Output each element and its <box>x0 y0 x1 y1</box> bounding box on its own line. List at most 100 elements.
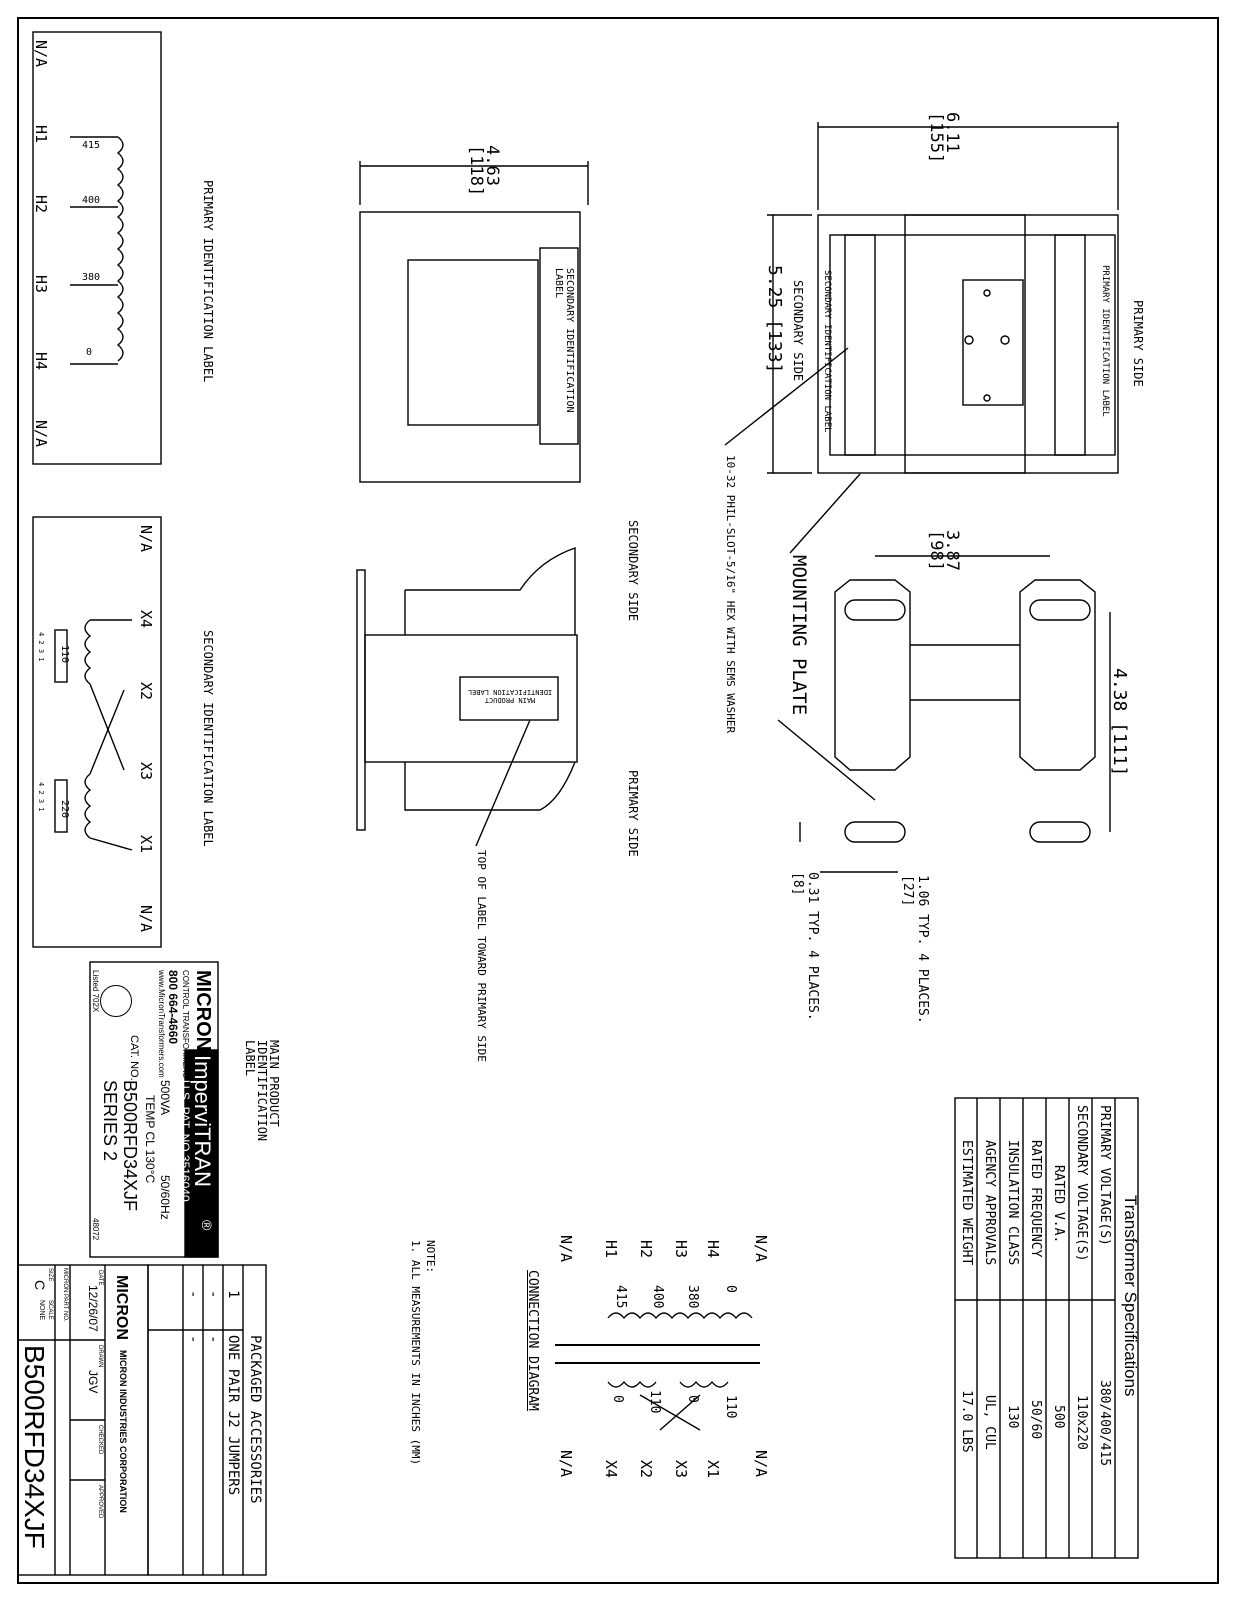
conn-left-terminal: H2 <box>637 1240 655 1259</box>
url: www.MicronTransformers.com <box>157 970 166 1078</box>
jumper-pins: 4 2 3 1 <box>37 782 45 812</box>
conn-right-terminal: X4 <box>602 1460 620 1479</box>
conn-left-tap: 0 <box>723 1285 738 1293</box>
conn-right-terminal: X2 <box>637 1460 655 1479</box>
conn-left-terminal: H1 <box>602 1240 620 1259</box>
company-name: MICRON INDUSTRIES CORPORATION <box>118 1350 128 1513</box>
spec-label: INSULATION CLASS <box>1005 1140 1020 1266</box>
temp-class: TEMP CL 130°C <box>143 1095 157 1184</box>
main-label-title: MAIN PRODUCT IDENTIFICATION LABEL <box>243 1040 281 1142</box>
listed: Listed 702X <box>91 970 100 1013</box>
secondary-terminal: N/A <box>137 525 155 553</box>
conn-right-value: 0 <box>685 1395 700 1403</box>
scale-label: SCALE <box>47 1300 53 1320</box>
primary-label-title: PRIMARY IDENTIFICATION LABEL <box>201 180 215 383</box>
secondary-terminal: X4 <box>137 610 155 629</box>
conn-left-terminal: N/A <box>752 1235 770 1263</box>
patent: U.S. PAT. NO.3516040 <box>178 1080 192 1202</box>
side-secondary-id-label: SECONDARY IDENTIFICATION LABEL <box>553 268 575 413</box>
conn-right-terminal: X3 <box>672 1460 690 1479</box>
secondary-id-label: SECONDARY IDENTIFICATION LABEL <box>822 270 832 433</box>
accessories-title: PACKAGED ACCESSORIES <box>247 1335 263 1504</box>
size: C <box>32 1280 48 1291</box>
spec-label: RATED V.A. <box>1051 1165 1066 1244</box>
screw-note: 10-32 PHIL-SLOT-5/16" HEX WITH SEMS WASH… <box>724 455 737 734</box>
spec-value: 110x220 <box>1074 1395 1089 1450</box>
conn-left-tap: 380 <box>685 1285 700 1309</box>
registered-mark: ® <box>199 1220 215 1231</box>
width-dimension: 6.11[155] <box>926 112 962 164</box>
accessory-desc: - <box>205 1335 221 1344</box>
front-main-label: MAIN PRODUCT IDENTIFICATION LABEL <box>467 688 553 704</box>
spec-label: PRIMARY VOLTAGE(S) <box>1097 1105 1112 1246</box>
ul-logo-icon <box>100 985 132 1017</box>
drawn-by: JGV <box>86 1370 100 1394</box>
rated-va: 500VA <box>158 1080 172 1116</box>
catalog-number: B500RFD34XJF <box>120 1080 140 1212</box>
primary-terminal: H2 <box>32 195 50 214</box>
plate-dim-a: 3.87[98] <box>926 530 962 571</box>
approved-label: APPROVED <box>97 1485 103 1519</box>
accessory-desc: ONE PAIR J2 JUMPERS <box>225 1335 241 1496</box>
spec-value: 130 <box>1005 1405 1020 1429</box>
hole-dimension: 0.31 TYP. 4 PLACES. <box>805 872 820 1021</box>
slot-dimension: 1.06 TYP. 4 PLACES. <box>915 875 930 1024</box>
product-name: ImperviTRAN <box>190 1055 215 1188</box>
date: 12/26/07 <box>86 1285 100 1332</box>
secondary-terminal: N/A <box>137 905 155 933</box>
drawn-label: DRAWN <box>97 1345 103 1368</box>
accessory-qty: 1 <box>225 1290 241 1299</box>
primary-terminal: N/A <box>32 420 50 448</box>
note-title: NOTE: <box>424 1240 437 1274</box>
secondary-coil-value: 220 <box>59 800 70 819</box>
label-code: 48072 <box>91 1218 100 1241</box>
accessory-qty: - <box>205 1290 221 1299</box>
primary-terminal: H1 <box>32 125 50 144</box>
rated-hz: 50/60Hz <box>158 1175 172 1220</box>
hole-dimension-mm: [8] <box>790 872 805 896</box>
accessory-qty: - <box>185 1290 201 1299</box>
title-block-brand: MICRON <box>113 1275 130 1340</box>
cat-label: CAT. NO. <box>128 1035 140 1081</box>
conn-left-terminal: N/A <box>557 1235 575 1263</box>
spec-value: 500 <box>1051 1405 1066 1429</box>
conn-right-value: 110 <box>723 1395 738 1419</box>
conn-left-terminal: H4 <box>704 1240 722 1259</box>
secondary-side-label: SECONDARY SIDE <box>791 280 805 382</box>
conn-right-terminal: N/A <box>752 1450 770 1478</box>
phone: 800 664-4660 <box>166 970 180 1045</box>
checked-label: CHECKED <box>97 1425 103 1455</box>
depth-dimension: 4.63[118] <box>466 145 502 197</box>
secondary-terminal: X3 <box>137 762 155 781</box>
spec-label: RATED FREQUENCY <box>1028 1140 1043 1258</box>
conn-right-value: 0 <box>610 1395 625 1403</box>
accessory-desc: - <box>185 1335 201 1344</box>
plate-dim-b: 4.38 [111] <box>1109 668 1130 777</box>
primary-terminal: H4 <box>32 352 50 371</box>
primary-tap: 380 <box>82 272 101 283</box>
spec-value: UL, CUL <box>982 1395 997 1450</box>
series: SERIES 2 <box>100 1080 120 1162</box>
conn-left-tap: 415 <box>613 1285 628 1309</box>
height-dimension: 5.25 [133] <box>764 265 785 374</box>
conn-right-terminal: N/A <box>557 1450 575 1478</box>
front-primary-side: PRIMARY SIDE <box>626 770 640 857</box>
mounting-plate-label: MOUNTING PLATE <box>788 555 810 716</box>
part-label: MICRON PART NO. <box>62 1268 68 1322</box>
brand-logo: MICRON <box>192 970 214 1052</box>
primary-tap: 415 <box>82 140 101 151</box>
jumper-pins: 4 2 3 1 <box>37 632 45 662</box>
conn-right-terminal: X1 <box>704 1460 722 1479</box>
spec-label: SECONDARY VOLTAGE(S) <box>1074 1105 1089 1262</box>
spec-label: ESTIMATED WEIGHT <box>959 1140 974 1266</box>
primary-side-label: PRIMARY SIDE <box>1131 300 1145 387</box>
primary-tap: 0 <box>86 347 93 358</box>
part-number: B500RFD34XJF <box>19 1345 50 1549</box>
primary-tap: 400 <box>82 195 101 206</box>
specs-title: Transformer Specifications <box>1121 1195 1140 1397</box>
spec-label: AGENCY APPROVALS <box>982 1140 997 1266</box>
spec-value: 380/400/415 <box>1097 1380 1112 1467</box>
spec-value: 50/60 <box>1028 1400 1043 1440</box>
